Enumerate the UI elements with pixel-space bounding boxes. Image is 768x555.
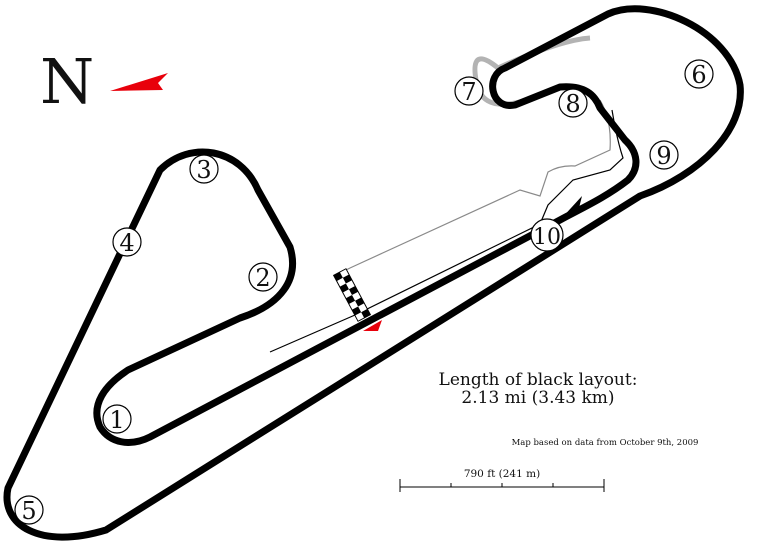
length-value: 2.13 mi (3.43 km) [461, 388, 614, 408]
svg-text:2: 2 [255, 264, 270, 292]
corner-marker-9: 9 [649, 140, 679, 170]
scale-bar [399, 479, 605, 492]
corner-marker-10: 10 [530, 218, 564, 252]
svg-text:4: 4 [119, 229, 134, 257]
svg-text:7: 7 [461, 78, 476, 106]
corner-marker-3: 3 [189, 154, 219, 184]
corner-marker-2: 2 [248, 262, 278, 292]
corner-marker-6: 6 [684, 59, 714, 89]
source-note: Map based on data from October 9th, 2009 [512, 438, 699, 448]
corner-marker-1: 1 [102, 404, 132, 434]
svg-text:8: 8 [565, 90, 580, 118]
svg-text:1: 1 [109, 406, 124, 434]
race-direction-arrow-icon [363, 320, 382, 331]
main-circuit-path [3, 5, 744, 541]
svg-text:6: 6 [691, 61, 706, 89]
corner-marker-5: 5 [14, 495, 44, 525]
scale-label: 790 ft (241 m) [464, 468, 540, 480]
length-title: Length of black layout: [439, 370, 638, 390]
svg-text:9: 9 [656, 142, 671, 170]
pit-lane-path [341, 99, 611, 273]
corner-marker-4: 4 [112, 227, 142, 257]
svg-text:5: 5 [21, 497, 36, 525]
corner-marker-8: 8 [558, 88, 588, 118]
svg-text:10: 10 [533, 225, 561, 250]
svg-text:3: 3 [196, 156, 211, 184]
pit-exit-arrow-icon [560, 196, 582, 220]
corner-marker-7: 7 [454, 76, 484, 106]
north-label: N [40, 45, 94, 118]
north-arrow-icon [110, 73, 168, 91]
start-finish-icon [332, 268, 372, 322]
